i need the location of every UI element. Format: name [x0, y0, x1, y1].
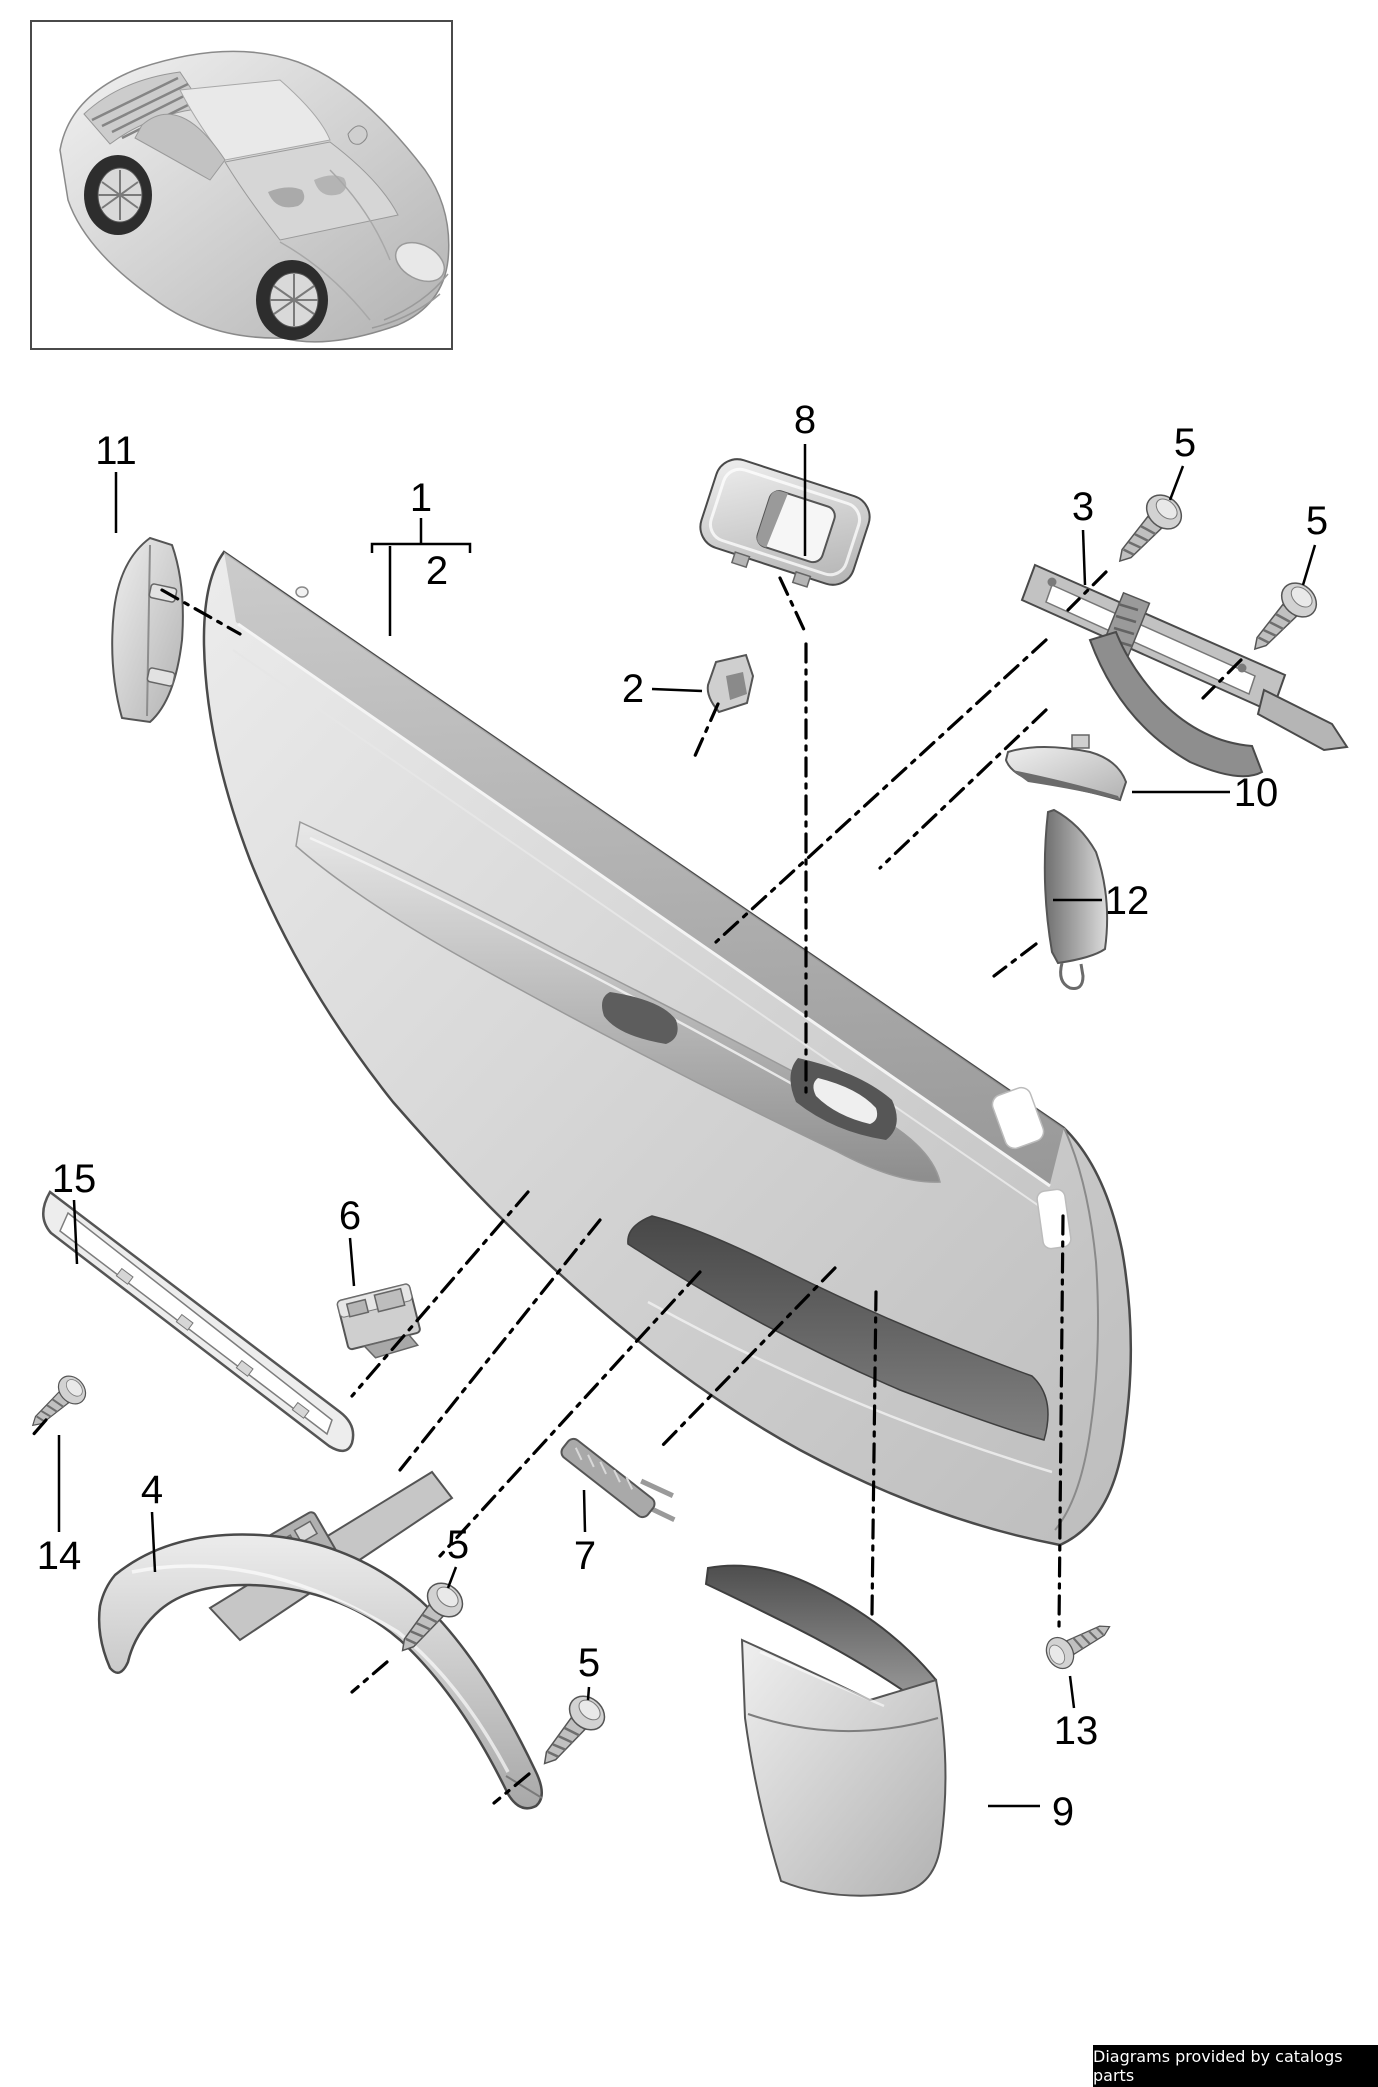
callout-13: 13 [1053, 1709, 1099, 1753]
callout-9: 9 [1051, 1790, 1075, 1834]
callout-5c: 5 [446, 1523, 470, 1567]
door-trim-panel [202, 550, 1133, 1547]
callout-5b: 5 [1305, 499, 1329, 543]
screw-part-5-d [528, 1688, 613, 1778]
screw-part-5-a [1104, 486, 1190, 576]
speaker-cover-part-9 [704, 1564, 947, 1897]
callout-5a: 5 [1173, 421, 1197, 465]
callout-11: 11 [95, 429, 137, 473]
screw-part-14 [21, 1369, 93, 1438]
clip-part-2 [706, 653, 755, 714]
callout-2b: 2 [621, 667, 645, 711]
tweeter-trim-part-11 [111, 536, 184, 724]
callout-6: 6 [338, 1194, 362, 1238]
callout-3: 3 [1071, 485, 1095, 529]
assembly-dash-lines [30, 570, 1243, 1805]
retainer-rail-part-7 [560, 1437, 676, 1522]
screw-part-13 [1040, 1611, 1119, 1675]
sill-trim-strip-part-15 [42, 1190, 355, 1452]
switch-unit-part-6 [336, 1283, 421, 1359]
callout-7: 7 [573, 1534, 597, 1578]
callout-8: 8 [793, 398, 817, 442]
car-top-view-icon [59, 50, 450, 343]
door-pull-handle-part-4 [97, 1470, 543, 1810]
callout-4: 4 [140, 1468, 164, 1512]
window-switch-bezel-part-8 [699, 458, 871, 588]
callout-12: 12 [1104, 879, 1150, 923]
attribution-bar: Diagrams provided by catalogs parts [1093, 2045, 1378, 2087]
rear-wheel-icon [84, 155, 152, 235]
callout-2a: 2 [425, 549, 449, 593]
attribution-text: Diagrams provided by catalogs parts [1093, 2047, 1343, 2085]
callout-1: 1 [409, 476, 433, 520]
callout-15: 15 [51, 1157, 97, 1201]
mirror-triangle-trim-part-12 [1043, 808, 1109, 990]
front-wheel-icon [256, 260, 328, 340]
callout-5d: 5 [577, 1641, 601, 1685]
interior-handle-part-10 [1004, 734, 1128, 802]
car-body [59, 50, 450, 343]
callout-leader-lines [57, 444, 1317, 1808]
callout-10: 10 [1233, 771, 1279, 815]
vehicle-thumbnail-box [30, 20, 453, 350]
screw-part-5-b [1239, 574, 1325, 664]
callout-14: 14 [36, 1534, 82, 1578]
door-handle-carrier-part-3 [1020, 563, 1349, 778]
